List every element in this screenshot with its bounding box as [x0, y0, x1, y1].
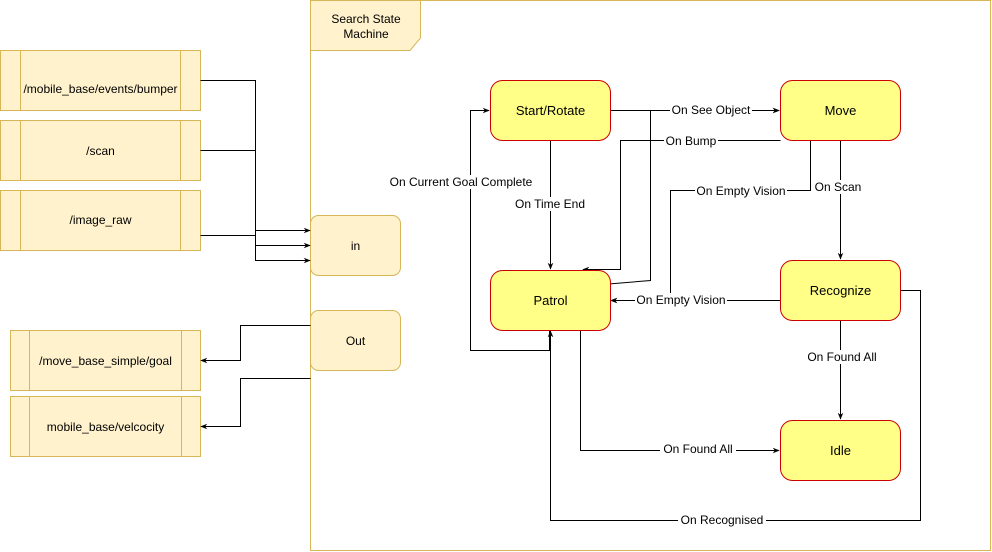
svg-text:On Scan: On Scan — [815, 180, 862, 194]
topic-image-raw-label: /image_raw — [69, 213, 131, 227]
label-on-bump: On Bump — [664, 134, 718, 148]
label-on-empty-vision-move: On Empty Vision — [695, 184, 787, 198]
edge-image-to-in — [200, 235, 311, 264]
state-move[interactable]: Move — [780, 80, 901, 141]
edge-out-to-velocity — [200, 378, 311, 430]
edge-patrol-to-idle — [580, 330, 780, 454]
topic-move-base-goal[interactable]: /move_base_simple/goal — [10, 330, 201, 391]
port-out-label: Out — [346, 334, 366, 348]
state-move-label: Move — [825, 103, 857, 118]
topic-velocity[interactable]: mobile_base/velcocity — [10, 396, 201, 457]
svg-text:On Bump: On Bump — [666, 134, 717, 148]
svg-text:On Recognised: On Recognised — [681, 513, 764, 527]
svg-text:On See Object: On See Object — [672, 103, 751, 117]
svg-text:On Found All: On Found All — [807, 350, 876, 364]
edge-out-to-goal — [200, 325, 311, 364]
label-on-empty-vision-recognize: On Empty Vision — [635, 293, 727, 307]
label-on-scan: On Scan — [813, 180, 863, 194]
port-in-label: in — [351, 239, 360, 253]
topic-image-raw[interactable]: /image_raw — [0, 190, 201, 251]
state-idle-label: Idle — [830, 443, 851, 458]
frame-title-line2: Machine — [343, 27, 389, 41]
frame-title-line1: Search State — [331, 12, 401, 26]
topic-scan[interactable]: /scan — [0, 120, 201, 181]
topic-velocity-label: mobile_base/velcocity — [47, 420, 164, 434]
state-patrol[interactable]: Patrol — [490, 270, 611, 331]
topic-scan-label: /scan — [86, 144, 115, 158]
svg-text:On Empty Vision: On Empty Vision — [636, 293, 725, 307]
topic-bumper[interactable]: /mobile_base/events/bumper — [0, 50, 201, 111]
topic-bumper-label: /mobile_base/events/bumper — [23, 82, 177, 96]
svg-text:On Found All: On Found All — [663, 442, 732, 456]
label-on-found-all-recognize: On Found All — [804, 350, 880, 364]
state-start-rotate[interactable]: Start/Rotate — [490, 80, 611, 141]
search-state-machine-frame: Search State Machine — [310, 0, 991, 551]
svg-text:On Current Goal Complete: On Current Goal Complete — [390, 175, 533, 189]
edge-scan-to-in — [200, 150, 311, 249]
state-patrol-label: Patrol — [534, 293, 568, 308]
topic-move-base-goal-label: /move_base_simple/goal — [39, 354, 172, 368]
state-recognize[interactable]: Recognize — [780, 260, 901, 321]
port-in[interactable]: in — [310, 215, 401, 276]
port-out[interactable]: Out — [310, 310, 401, 371]
label-on-see-object: On See Object — [670, 103, 752, 117]
svg-text:On Empty Vision: On Empty Vision — [696, 184, 785, 198]
label-on-found-all-patrol: On Found All — [660, 442, 736, 456]
label-on-time-end: On Time End — [512, 197, 588, 211]
edge-recognize-to-patrol-recognised — [547, 290, 921, 521]
state-idle[interactable]: Idle — [780, 420, 901, 481]
svg-text:On Time End: On Time End — [515, 197, 585, 211]
edge-patrol-to-start — [470, 107, 550, 351]
label-on-current-goal-complete: On Current Goal Complete — [388, 175, 534, 189]
label-on-recognised: On Recognised — [678, 513, 766, 527]
state-start-rotate-label: Start/Rotate — [516, 103, 585, 118]
edge-move-to-patrol-bump — [582, 140, 781, 273]
state-recognize-label: Recognize — [810, 283, 871, 298]
